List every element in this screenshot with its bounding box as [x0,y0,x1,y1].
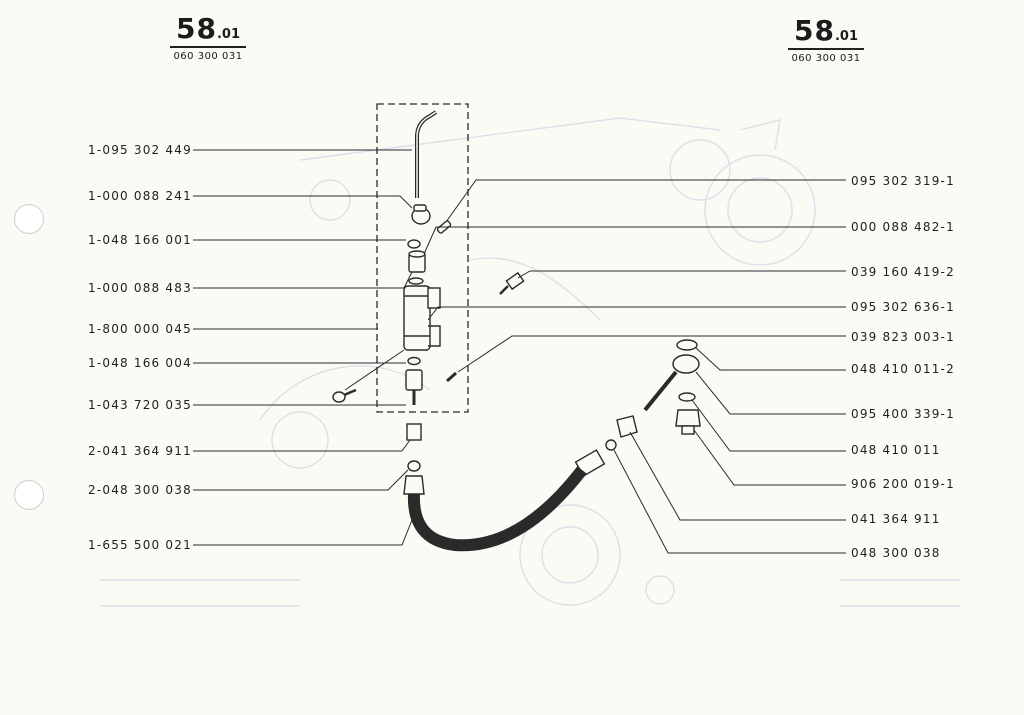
part-label-right: 048 300 038 [851,546,941,560]
part-label-right: 039 823 003-1 [851,330,955,344]
page-number-main: 58 [794,14,835,47]
assembly-code: 060 300 031 [791,53,861,64]
part-label-right: 048 410 011-2 [851,362,955,376]
part-label-left: 1-048 166 001 [88,233,192,247]
assembly-boundary [376,103,469,413]
part-label-left: 1-000 088 483 [88,281,192,295]
part-label-left: 1-095 302 449 [88,143,192,157]
part-label-right: 095 302 319-1 [851,174,955,188]
washer-right [676,339,698,351]
banjo-bolt [675,409,701,427]
parts [332,110,701,495]
part-label-left: 2-041 364 911 [88,444,192,458]
header-rule [170,46,246,48]
part-label-right: 041 364 911 [851,512,941,526]
page-number-right: 58.01 060 300 031 [788,16,864,64]
hose-fitting-left [403,475,425,495]
punch-hole-top [14,204,44,234]
mounting-screw [332,391,346,403]
page-number-left: 58.01 060 300 031 [170,14,246,62]
part-label-left: 1-048 166 004 [88,356,192,370]
o-ring-lower [407,356,421,366]
lower-fitting [405,369,423,391]
page-number-sub: .01 [216,27,240,42]
olive-right [605,439,617,451]
part-label-left: 1-655 500 021 [88,538,192,552]
part-label-left: 2-048 300 038 [88,483,192,497]
page-number-main: 58 [176,12,217,45]
part-label-right: 095 302 636-1 [851,300,955,314]
part-label-right: 906 200 019-1 [851,477,955,491]
union-nut-right [616,415,638,438]
header-rule [788,48,864,50]
part-label-right: 000 088 482-1 [851,220,955,234]
washer [407,239,421,249]
part-label-right: 039 160 419-2 [851,265,955,279]
punch-hole-bottom [14,480,44,510]
part-label-left: 1-043 720 035 [88,398,192,412]
ghost-background-drawing [100,117,960,607]
page-number-sub: .01 [834,29,858,44]
union-nut [406,423,422,441]
part-label-left: 1-000 088 241 [88,189,192,203]
part-label-right: 048 410 011 [851,443,941,457]
pin [446,371,457,383]
assembly-code: 060 300 031 [173,51,243,62]
filter-bracket [427,287,441,309]
part-label-left: 1-800 000 045 [88,322,192,336]
leader-lines-left [193,149,413,546]
o-ring [408,277,424,285]
fitting-bolt [505,271,525,291]
olive-washer [407,460,421,472]
washer-right-lower [678,392,696,402]
leader-lines-right [423,179,846,554]
part-label-right: 095 400 339-1 [851,407,955,421]
banjo-right [672,354,700,374]
